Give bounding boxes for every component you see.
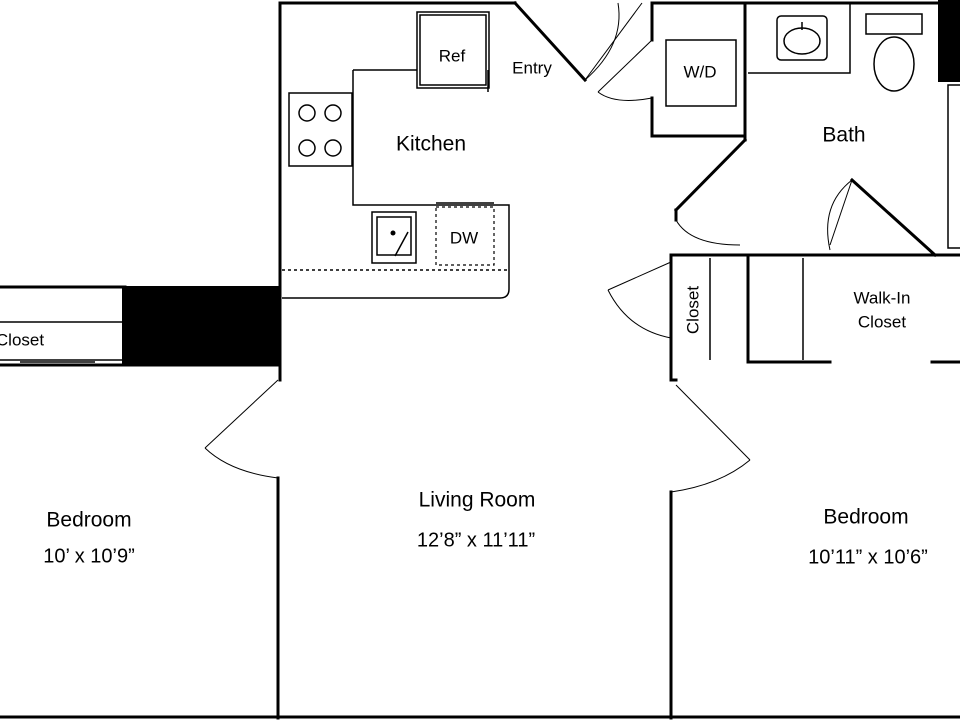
- stove: [288, 92, 353, 167]
- label-bath: Bath: [822, 124, 865, 147]
- doors: [204, 2, 853, 493]
- left-closet: [0, 321, 122, 363]
- label-bedroom-left: Bedroom: [46, 509, 131, 532]
- wall-block-left: [122, 286, 280, 364]
- label-bedroom-right: Bedroom: [823, 506, 908, 529]
- toilet-bowl: [873, 36, 915, 92]
- label-bedroom-right-dims: 10’11” x 10’6”: [808, 546, 928, 568]
- kitchen-fixtures: [282, 11, 510, 299]
- label-wd: W/D: [683, 62, 716, 81]
- labels: Ref Entry W/D Kitchen Bath DW Closet Clo…: [0, 46, 928, 568]
- label-dw: DW: [450, 228, 478, 247]
- wall-block-top-right: [938, 0, 960, 82]
- label-closet-center: Closet: [683, 286, 702, 334]
- label-ref: Ref: [439, 46, 466, 65]
- label-bedroom-left-dims: 10’ x 10’9”: [43, 545, 135, 567]
- dishwasher: [435, 206, 495, 266]
- label-entry: Entry: [512, 58, 552, 77]
- center-closets: [709, 258, 804, 360]
- label-living-room-dims: 12’8” x 11’11”: [417, 529, 535, 551]
- bath-fixtures: [748, 3, 960, 249]
- label-living-room: Living Room: [419, 489, 536, 512]
- toilet: [865, 13, 923, 35]
- label-walkin-line2: Closet: [858, 312, 906, 331]
- label-walkin-line1: Walk-In: [854, 288, 911, 307]
- label-closet-left: Closet: [0, 330, 44, 349]
- washer-dryer: [665, 39, 737, 107]
- label-kitchen: Kitchen: [396, 133, 466, 156]
